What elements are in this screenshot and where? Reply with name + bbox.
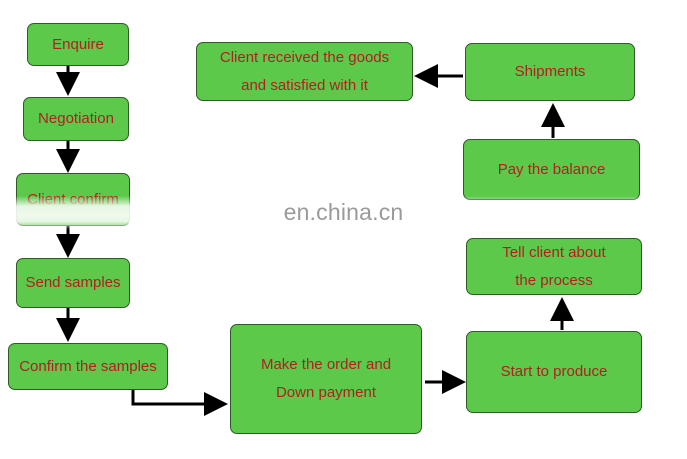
step-label-line-2: Down payment <box>275 384 377 401</box>
step-label-line-2: and satisfied with it <box>241 76 368 94</box>
step-start-to-produce: Start to produce <box>466 331 642 413</box>
step-label: Shipments <box>514 63 586 80</box>
step-confirm-the-samples: Confirm the samples <box>8 343 168 390</box>
step-label: Send samples <box>25 274 121 291</box>
step-label-line-1: Tell client about <box>502 243 606 261</box>
step-pay-the-balance: Pay the balance <box>463 139 640 200</box>
step-label-line-2: the process <box>515 271 593 289</box>
arrow-confirm-samples-to-order <box>131 390 228 416</box>
step-label: Confirm the samples <box>19 357 157 375</box>
watermark-band <box>0 196 687 230</box>
step-label: Start to produce <box>500 363 608 380</box>
step-label: Pay the balance <box>497 160 606 178</box>
step-label-line-1: Client received the goods <box>219 48 390 66</box>
step-send-samples: Send samples <box>16 258 130 308</box>
step-label: Negotiation <box>38 110 114 127</box>
step-order-down-payment: Make the order and Down payment <box>230 324 422 434</box>
step-client-received: Client received the goods and satisfied … <box>196 42 413 101</box>
step-negotiation: Negotiation <box>23 97 129 141</box>
step-tell-client: Tell client about the process <box>466 238 642 295</box>
step-enquire: Enquire <box>27 23 129 66</box>
step-shipments: Shipments <box>465 43 635 101</box>
step-label: Enquire <box>52 35 104 53</box>
step-label-line-1: Make the order and <box>260 356 392 373</box>
watermark-text: en.china.cn <box>283 199 404 225</box>
